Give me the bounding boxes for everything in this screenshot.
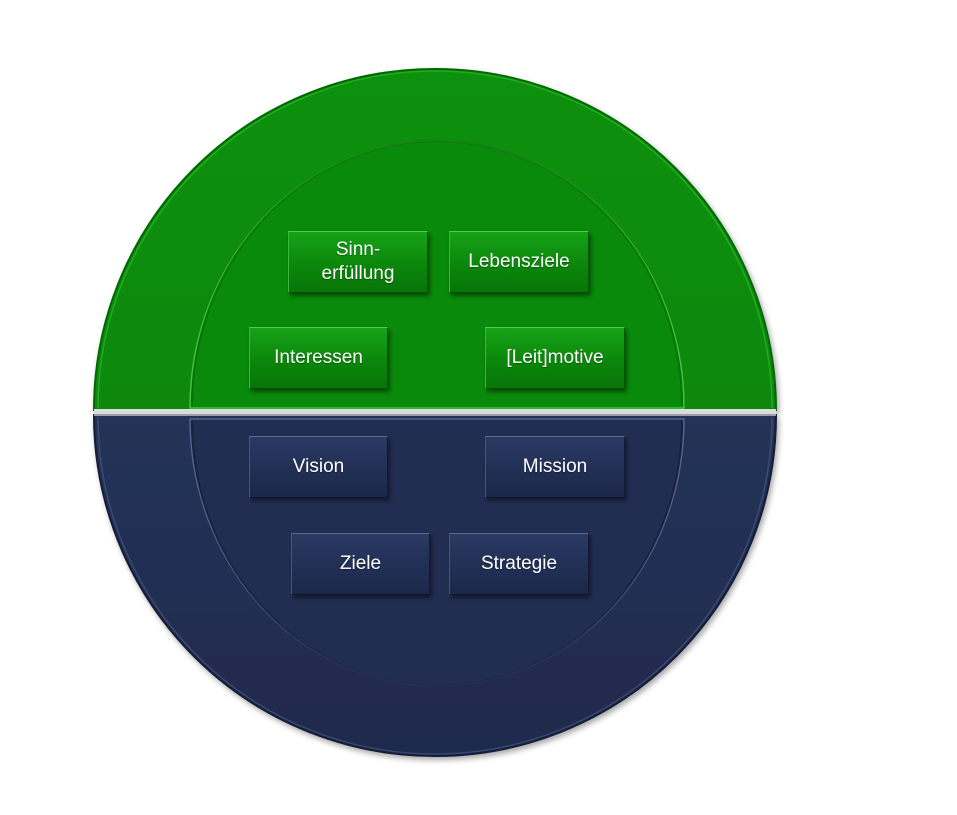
box-strategie: Strategie [449,533,589,595]
box-leitmotive-label: [Leit]motive [506,347,604,368]
divider-band [94,409,776,416]
box-ziele-label: Ziele [339,553,382,574]
box-lebensziele: Lebensziele [449,231,589,293]
box-ziele: Ziele [291,533,430,595]
inner-lower-shadow [191,420,683,688]
box-strategie-label: Strategie [480,553,558,574]
box-interessen-label: Interessen [274,347,363,368]
box-leitmotive: [Leit]motive [485,327,625,389]
outer-lower-rim [97,416,773,755]
box-sinnerfuellung-line-1: Sinn- [335,239,381,260]
box-lebensziele-label: Lebensziele [468,251,570,272]
box-mission: Mission [485,436,625,498]
box-sinnerfuellung: Sinn- erfüllung [288,231,428,293]
box-vision-label: Vision [292,456,345,477]
box-sinnerfuellung-line-2: erfüllung [321,263,395,284]
box-vision: Vision [249,436,388,498]
outer-upper-rim [97,70,773,409]
inner-upper-shadow [191,139,683,407]
box-interessen: Interessen [249,327,388,389]
divider-band-shade [94,414,776,416]
box-mission-label: Mission [522,456,588,477]
